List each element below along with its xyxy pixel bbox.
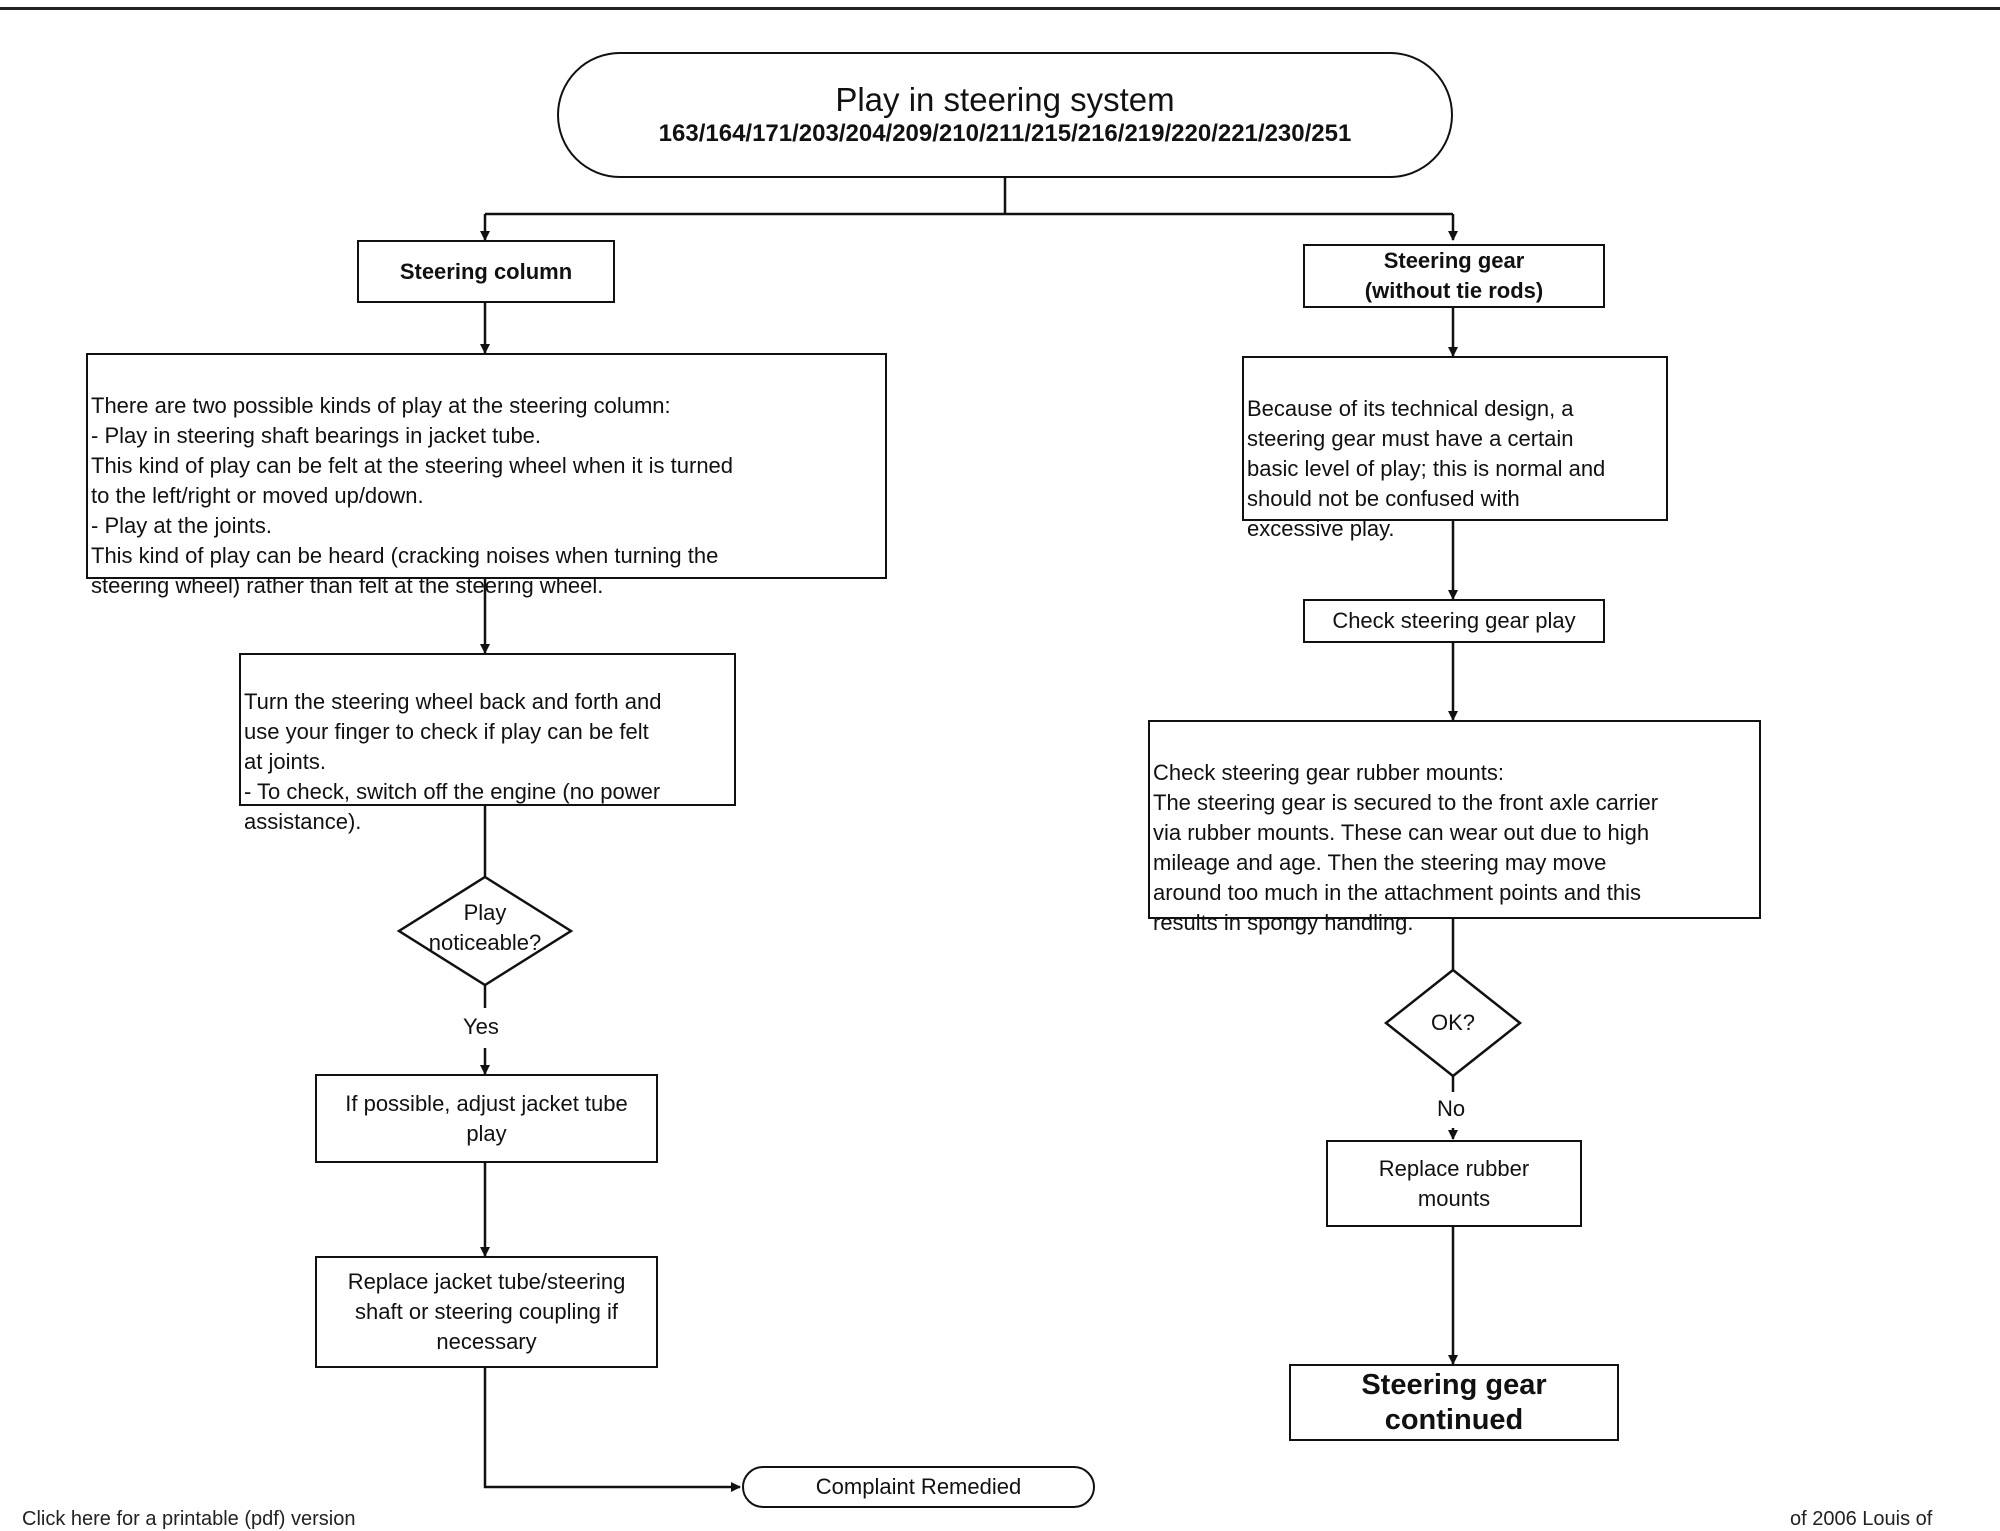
complaint-remedied-label: Complaint Remedied — [815, 1474, 1022, 1499]
steering-gear-label: Steering gear (without tie rods) — [1364, 248, 1544, 303]
no-label: No — [1437, 1096, 1466, 1121]
rubber-mounts-box: Check steering gear rubber mounts: The s… — [1148, 720, 1761, 935]
replace-mounts-text: Replace rubber mounts — [1378, 1155, 1530, 1211]
steering-gear-box: Steering gear (without tie rods) — [1303, 244, 1605, 308]
decision-play-noticeable-label: Play noticeable? — [428, 900, 542, 955]
steering-gear-continued-text: Steering gear continued — [1361, 1368, 1547, 1436]
check-joints-box: Turn the steering wheel back and forth a… — [239, 653, 736, 834]
model-list: 163/164/171/203/204/209/210/211/215/216/… — [658, 120, 1352, 147]
replace-mounts-box: Replace rubber mounts — [1326, 1140, 1582, 1227]
title-terminator: Play in steering system 163/164/171/203/… — [557, 52, 1453, 178]
replace-jacket-text: Replace jacket tube/steering shaft or st… — [347, 1269, 626, 1354]
check-joints-text: Turn the steering wheel back and forth a… — [244, 689, 662, 834]
rubber-mounts-text: Check steering gear rubber mounts: The s… — [1153, 760, 1659, 935]
replace-jacket-box: Replace jacket tube/steering shaft or st… — [315, 1256, 658, 1368]
adjust-box: If possible, adjust jacket tube play — [315, 1074, 658, 1163]
check-gear-play-label: Check steering gear play — [1332, 608, 1576, 633]
top-border-line — [0, 7, 2000, 10]
steering-column-box: Steering column — [357, 240, 615, 303]
kinds-of-play-box: There are two possible kinds of play at … — [86, 353, 887, 598]
check-gear-play-box: Check steering gear play — [1303, 599, 1605, 643]
steering-gear-continued-box: Steering gear continued — [1289, 1364, 1619, 1441]
kinds-of-play-text: There are two possible kinds of play at … — [91, 393, 734, 598]
basic-play-text: Because of its technical design, a steer… — [1247, 396, 1606, 541]
yes-label: Yes — [463, 1014, 499, 1039]
basic-play-box: Because of its technical design, a steer… — [1242, 356, 1668, 541]
steering-column-label: Steering column — [399, 258, 573, 284]
complaint-remedied-terminator: Complaint Remedied — [742, 1466, 1095, 1508]
decision-ok-label: OK? — [1430, 1010, 1476, 1035]
page-title: Play in steering system — [835, 81, 1175, 118]
adjust-text: If possible, adjust jacket tube play — [345, 1090, 628, 1146]
connector-replace-to-remedied — [483, 1368, 741, 1492]
